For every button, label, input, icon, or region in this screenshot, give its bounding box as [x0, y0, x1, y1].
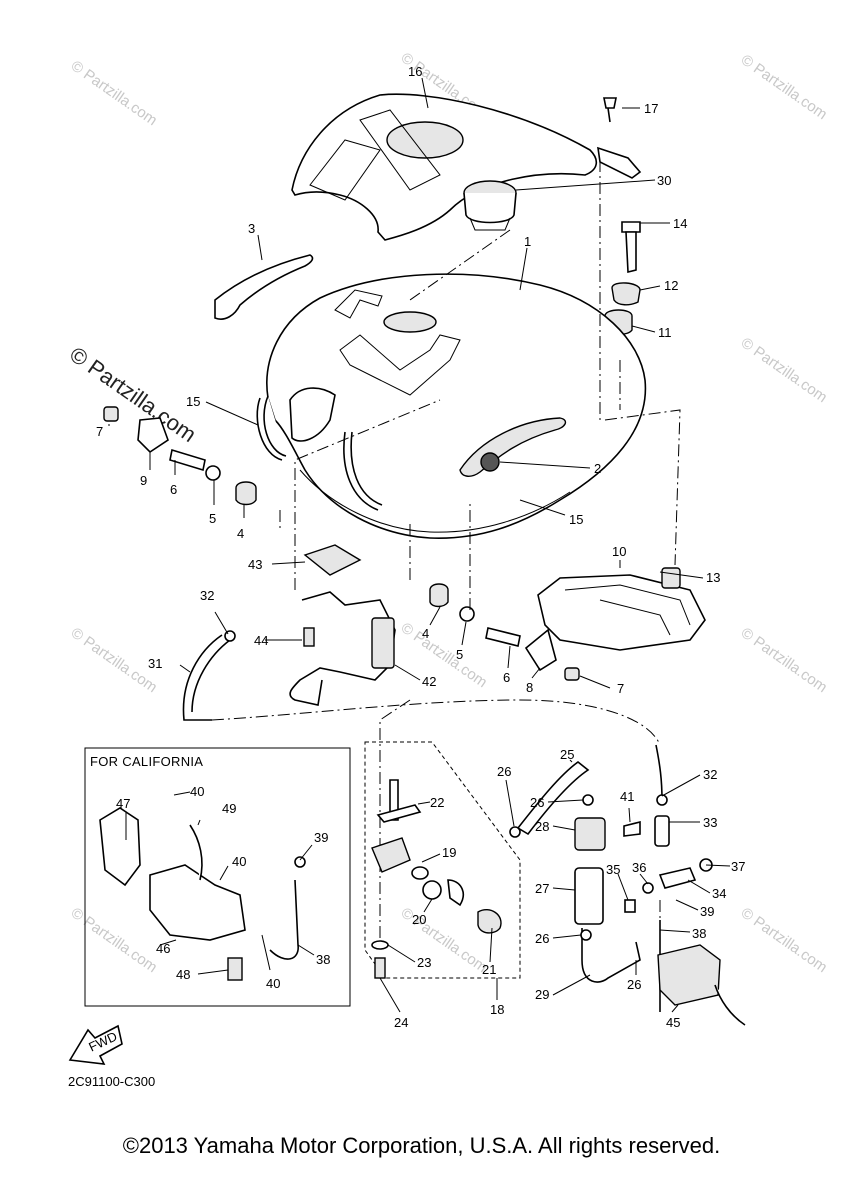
watermark-main: © Partzilla.com	[65, 342, 201, 448]
california-inset-box	[84, 747, 351, 1007]
callout-4-left: 4	[237, 526, 244, 541]
emblem-part	[214, 254, 314, 320]
callout-7-right: 7	[617, 681, 624, 696]
callout-3: 3	[248, 221, 255, 236]
callout-34: 34	[712, 886, 726, 901]
side-cover-part	[537, 567, 706, 651]
copyright-notice: ©2013 Yamaha Motor Corporation, U.S.A. A…	[122, 1133, 721, 1158]
callout-40-a: 40	[190, 784, 204, 799]
pump-group	[623, 744, 746, 1026]
callout-38-b: 38	[316, 952, 330, 967]
callout-16: 16	[408, 64, 422, 79]
callout-21: 21	[482, 962, 496, 977]
callout-12: 12	[664, 278, 678, 293]
callout-31: 31	[148, 656, 162, 671]
callout-20: 20	[412, 912, 426, 927]
callout-41: 41	[620, 789, 634, 804]
watermark: © Partzilla.com	[68, 57, 161, 129]
callout-49: 49	[222, 801, 236, 816]
callout-36: 36	[632, 860, 646, 875]
clamp-part	[224, 630, 236, 642]
collar-part	[611, 282, 641, 306]
fuel-sender-part	[289, 544, 396, 706]
fuel-cock-group-outline	[364, 741, 521, 979]
callout-2: 2	[594, 461, 601, 476]
callout-7-left: 7	[96, 424, 103, 439]
callout-25: 25	[560, 747, 574, 762]
callout-8: 8	[526, 680, 533, 695]
callout-28: 28	[535, 819, 549, 834]
callout-27: 27	[535, 881, 549, 896]
tank-cover-part	[291, 93, 598, 241]
callout-22: 22	[430, 795, 444, 810]
diagram-code: 2C91100-C300	[68, 1074, 156, 1089]
fuel-hose-part	[182, 634, 231, 721]
callout-5-right: 5	[456, 647, 463, 662]
callout-33: 33	[703, 815, 717, 830]
callout-leaders	[108, 77, 731, 1013]
breather-hose-part	[343, 431, 383, 511]
callout-17: 17	[644, 101, 658, 116]
callout-6-left: 6	[170, 482, 177, 497]
mount-hardware-left	[103, 406, 257, 506]
callout-9: 9	[140, 473, 147, 488]
watermark: © Partzilla.com	[68, 904, 161, 976]
fwd-arrow: FWD	[68, 1024, 123, 1065]
callout-6-right: 6	[503, 670, 510, 685]
inset-title: FOR CALIFORNIA	[90, 754, 204, 769]
callout-19: 19	[442, 845, 456, 860]
callout-43: 43	[248, 557, 262, 572]
callout-39-a: 39	[314, 830, 328, 845]
callout-10: 10	[612, 544, 626, 559]
callout-38-a: 38	[692, 926, 706, 941]
bolt-part	[621, 221, 641, 274]
callout-26-c: 26	[535, 931, 549, 946]
callout-32-right: 32	[703, 767, 717, 782]
fuel-cap-part	[463, 180, 517, 231]
clip-part	[597, 97, 642, 179]
callout-26-b: 26	[530, 795, 544, 810]
fuel-filter-group	[509, 760, 641, 983]
fuel-tank-part	[266, 273, 647, 539]
callout-15-right: 15	[569, 512, 583, 527]
callout-15-left: 15	[186, 394, 200, 409]
watermark: © Partzilla.com	[68, 624, 161, 696]
callout-39-b: 39	[700, 904, 714, 919]
callout-47: 47	[116, 796, 130, 811]
callout-35: 35	[606, 862, 620, 877]
callout-42: 42	[422, 674, 436, 689]
california-parts	[99, 807, 306, 981]
callout-26-a: 26	[497, 764, 511, 779]
callout-18: 18	[490, 1002, 504, 1017]
callout-46: 46	[156, 941, 170, 956]
callout-44: 44	[254, 633, 268, 648]
callout-26-d: 26	[627, 977, 641, 992]
callout-40-b: 40	[232, 854, 246, 869]
mount-hardware-right	[429, 583, 580, 681]
watermark: © Partzilla.com	[738, 334, 831, 406]
fuel-cock-part	[371, 779, 502, 979]
callout-40-c: 40	[266, 976, 280, 991]
callout-23: 23	[417, 955, 431, 970]
callout-32-left: 32	[200, 588, 214, 603]
callout-labels: 16 17 30 3 14 1 12 11 15 7 2 9 6 5 15 4 …	[96, 64, 745, 1030]
callout-11: 11	[658, 325, 672, 340]
watermark: © Partzilla.com	[738, 51, 831, 123]
callout-14: 14	[673, 216, 687, 231]
callout-1: 1	[524, 234, 531, 249]
callout-4-right: 4	[422, 626, 429, 641]
watermark: © Partzilla.com	[398, 619, 491, 691]
callout-5-left: 5	[209, 511, 216, 526]
callout-37: 37	[731, 859, 745, 874]
callout-24: 24	[394, 1015, 408, 1030]
watermark: © Partzilla.com	[738, 624, 831, 696]
breather-hose-part	[256, 395, 287, 461]
callout-30: 30	[657, 173, 671, 188]
callout-45: 45	[666, 1015, 680, 1030]
callout-13: 13	[706, 570, 720, 585]
callout-29: 29	[535, 987, 549, 1002]
callout-48: 48	[176, 967, 190, 982]
watermark: © Partzilla.com	[738, 904, 831, 976]
